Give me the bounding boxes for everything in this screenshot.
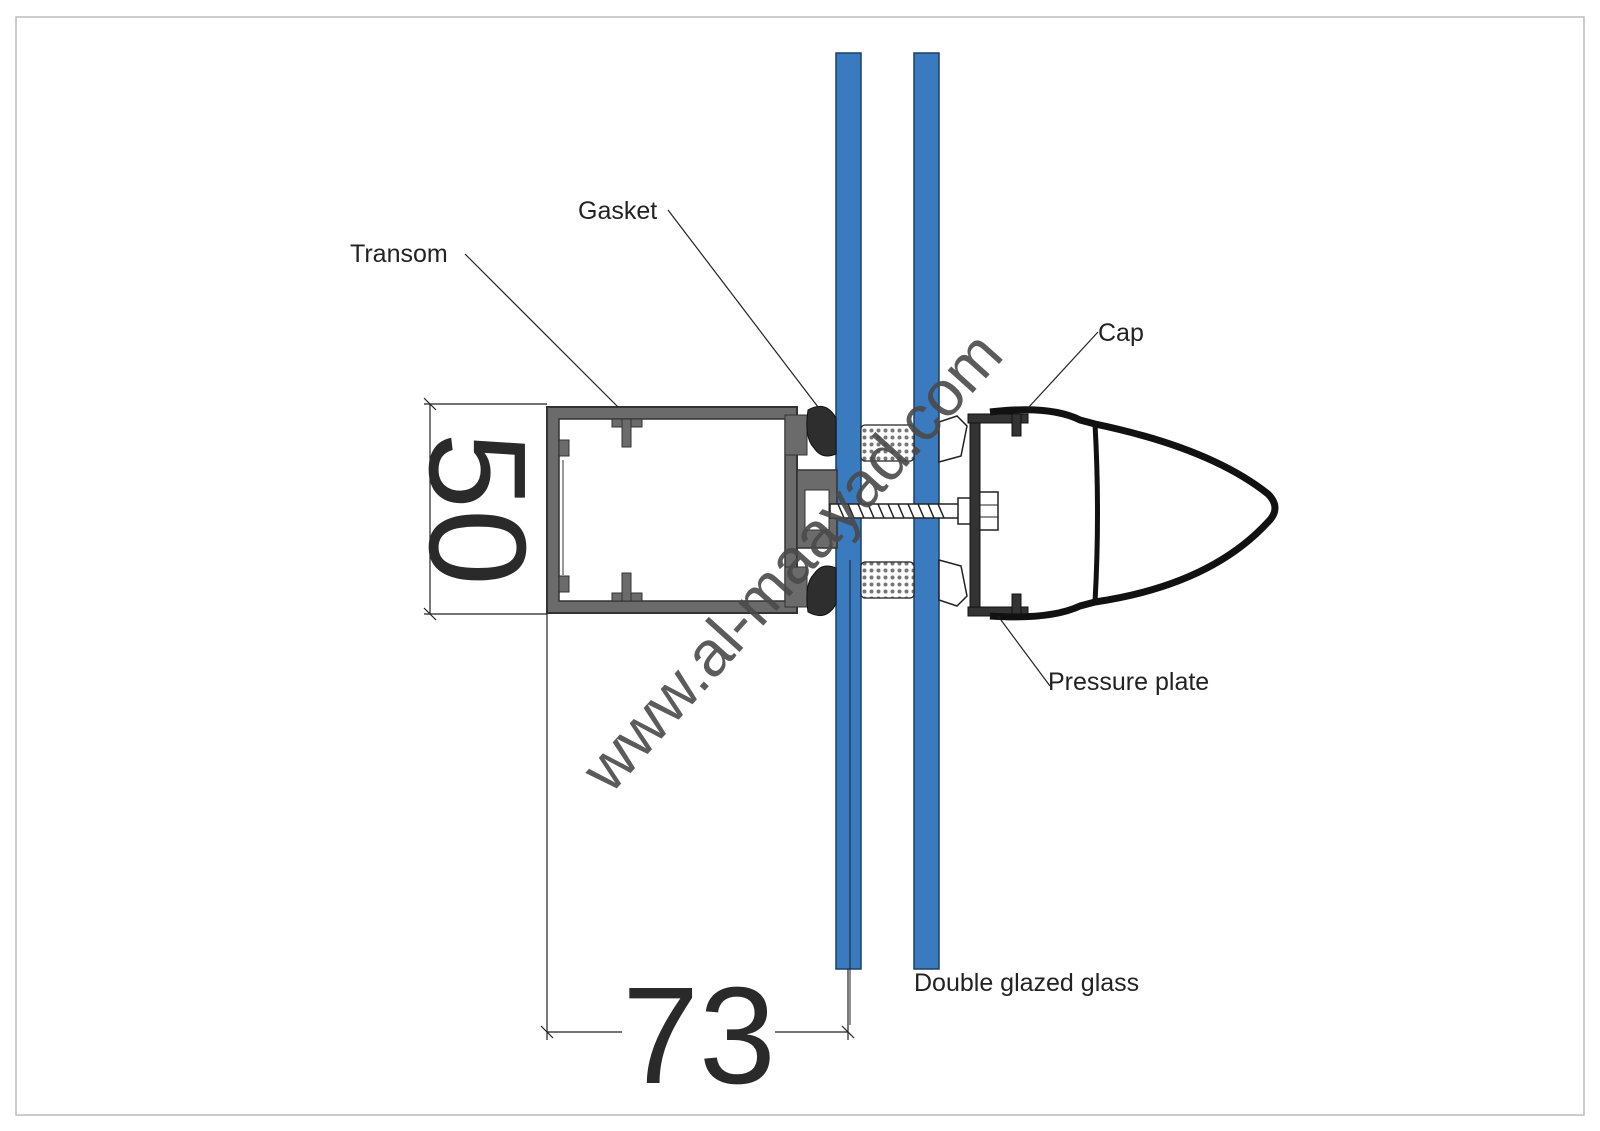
- pressure-plate: [967, 413, 1029, 617]
- leader-pressure-plate: [997, 615, 1051, 687]
- page-border: [15, 16, 1585, 1116]
- label-cap: Cap: [1098, 319, 1144, 347]
- gasket-outer-bottom: [938, 559, 968, 607]
- dimension-width: [540, 614, 855, 1040]
- leader-transom: [464, 253, 619, 408]
- spacer-bottom: [860, 561, 915, 599]
- label-transom: Transom: [350, 240, 448, 268]
- dimension-height-value: 50: [400, 432, 554, 586]
- leader-gasket: [667, 209, 819, 408]
- gasket-outer-top: [938, 415, 968, 463]
- spacer-top: [860, 424, 915, 462]
- leader-cap: [1027, 331, 1099, 409]
- label-pressure-plate: Pressure plate: [1048, 668, 1209, 696]
- cap: [989, 406, 1279, 621]
- transom-profile: [546, 406, 838, 614]
- gasket-inner-bottom: [806, 565, 837, 617]
- dimension-width-value: 73: [622, 959, 776, 1113]
- label-gasket: Gasket: [578, 197, 657, 225]
- dimension-height: [423, 397, 547, 621]
- label-double-glazed-glass: Double glazed glass: [914, 969, 1139, 997]
- gasket-inner-top: [806, 405, 837, 457]
